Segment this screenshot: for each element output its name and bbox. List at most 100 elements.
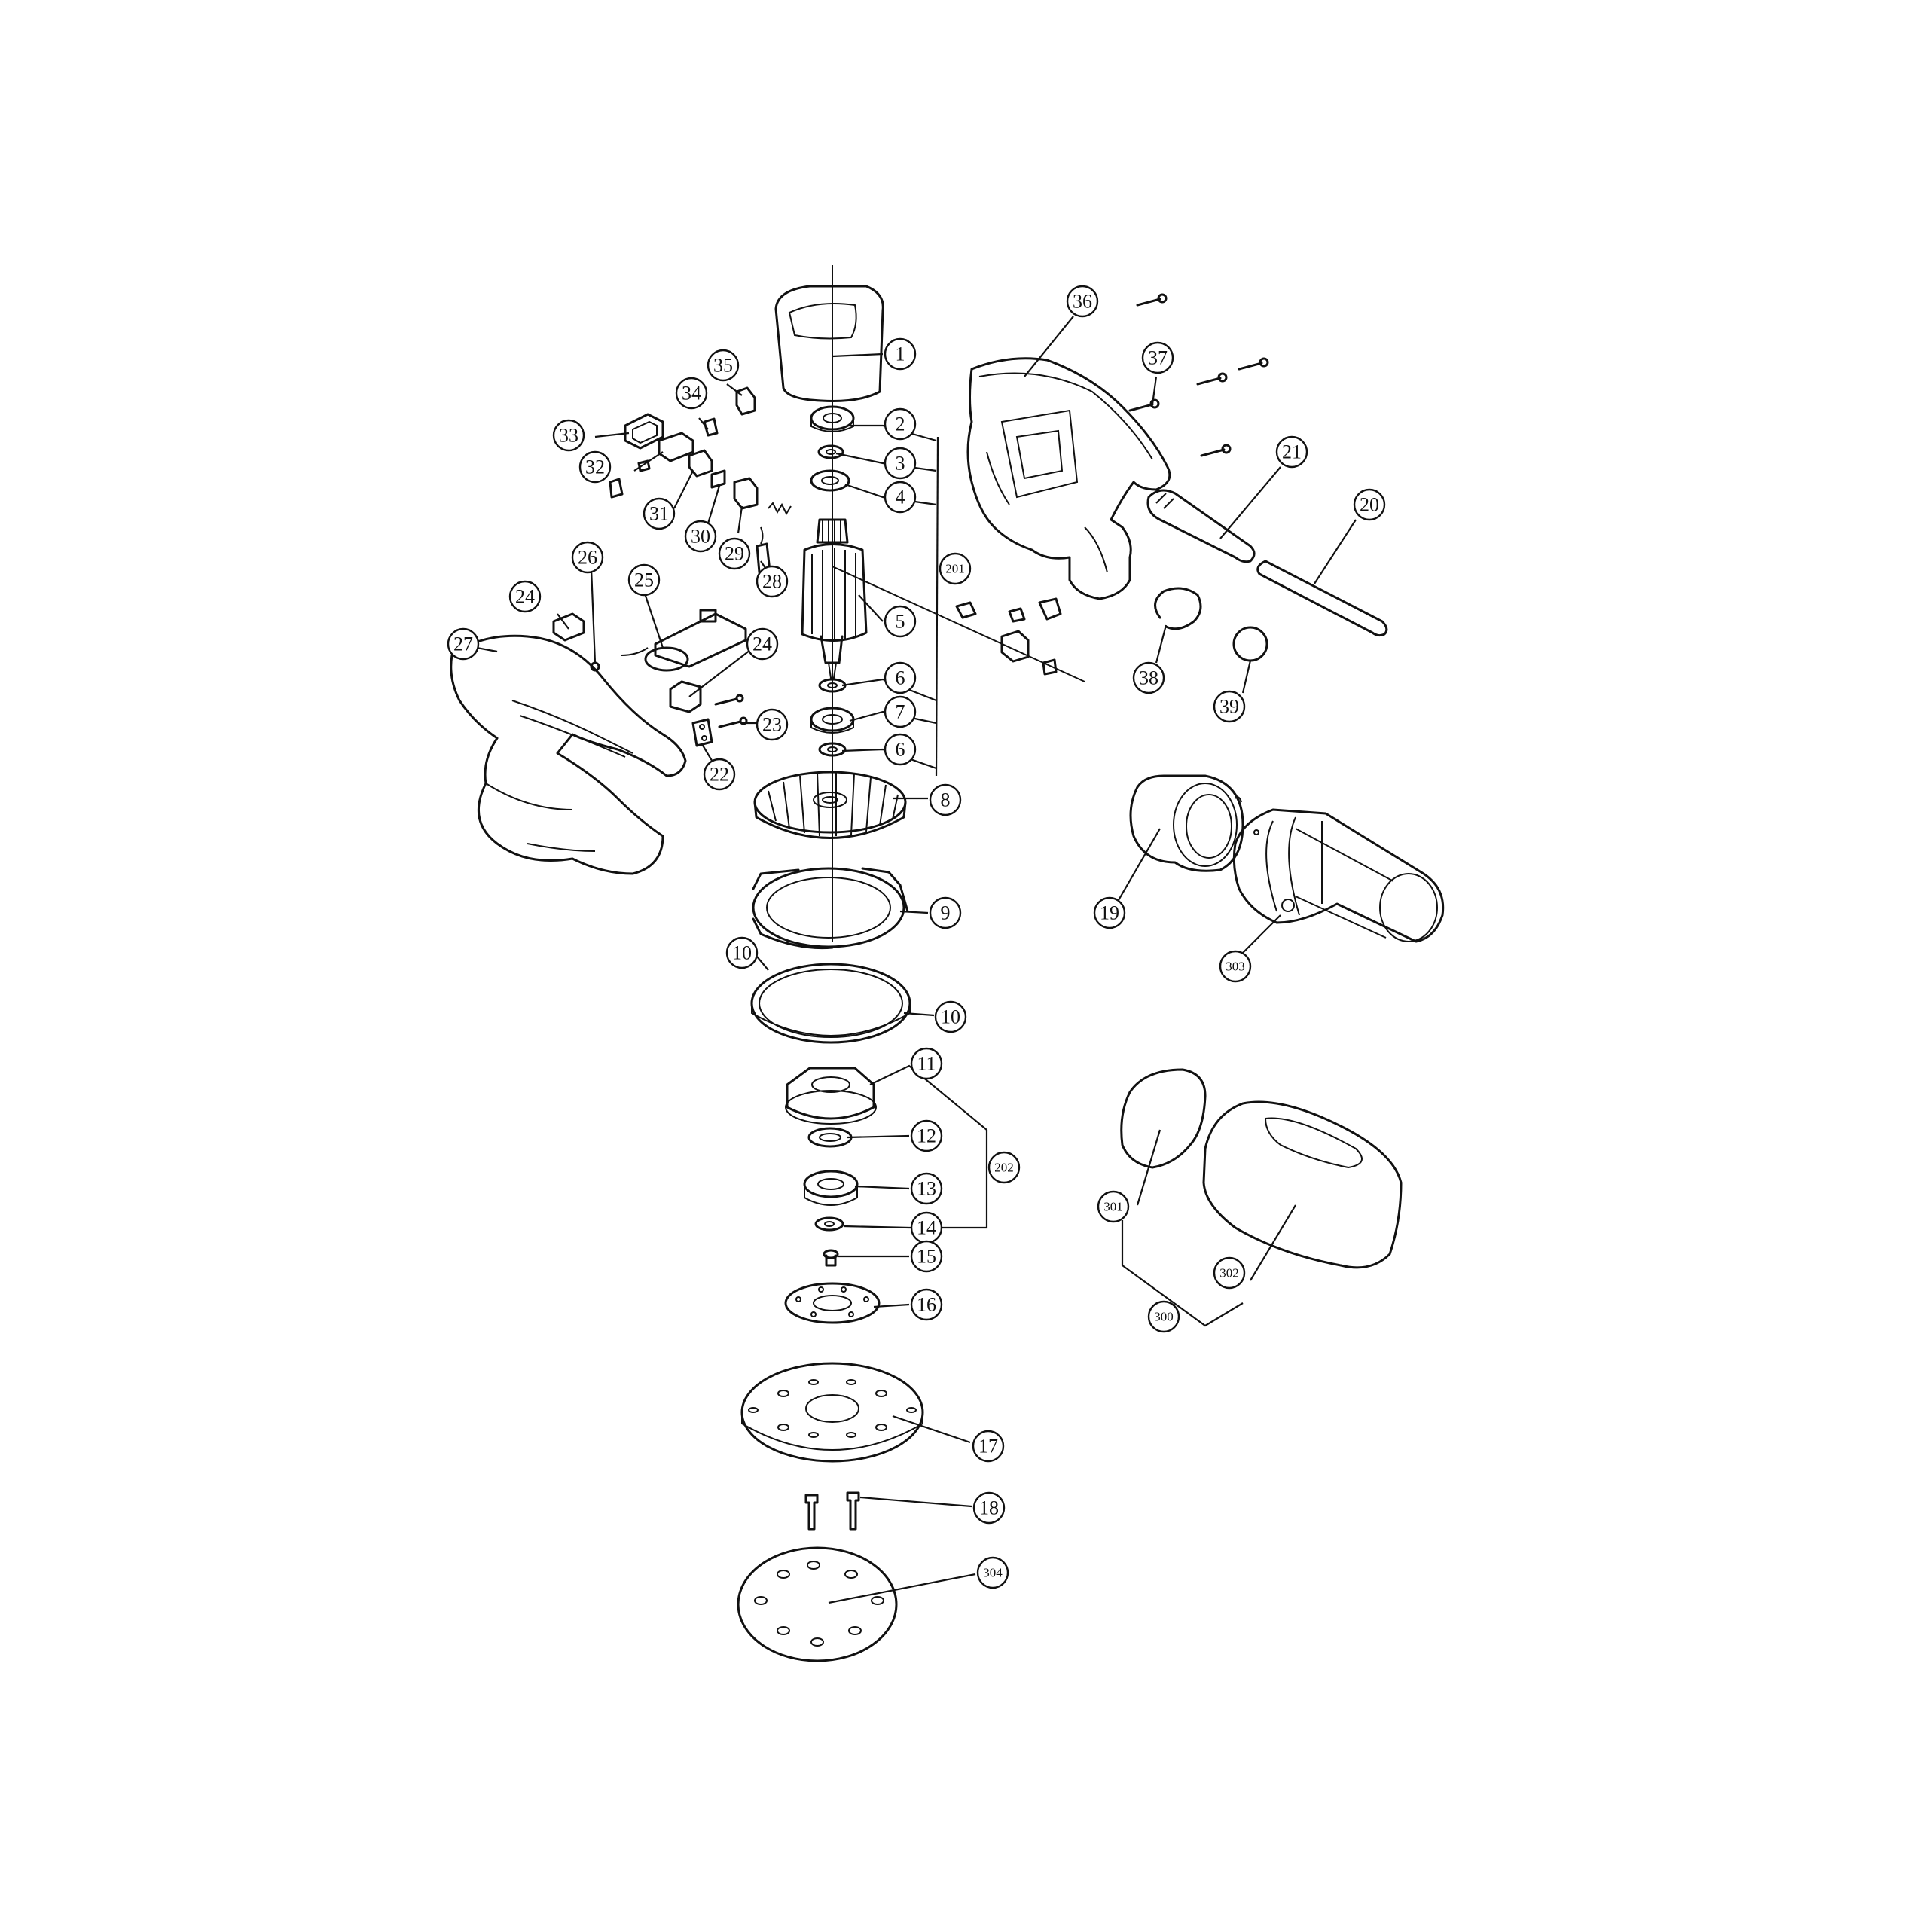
callout-label: 2 [896,414,905,435]
callout-label: 7 [896,701,905,723]
callout-label: 38 [1139,667,1158,689]
callout-304: 304 [976,1556,1009,1589]
part-bearing-4 [810,469,850,492]
callout-label: 13 [917,1178,936,1200]
callout-label: 19 [1100,902,1119,924]
callout-38: 38 [1132,661,1165,694]
callout-26: 26 [571,541,604,574]
callout-label: 9 [941,902,951,924]
callout-label: 24 [515,586,535,608]
callout-8: 8 [929,783,962,816]
callout-13: 13 [910,1172,943,1205]
part-dust-bag [1202,1100,1403,1269]
callout-28: 28 [756,565,789,598]
callout-label: 36 [1073,291,1092,313]
part-dust-rod [1256,560,1388,637]
callout-label: 11 [917,1053,936,1075]
callout-label: 6 [896,739,905,761]
callout-6-lower: 6 [884,733,917,766]
part-dust-canister-frame [1232,808,1445,943]
callout-label: 21 [1282,441,1302,463]
callout-label: 32 [585,456,605,478]
callout-label: 10 [941,1006,960,1028]
callout-27: 27 [447,627,480,661]
callout-label: 8 [941,789,951,811]
callout-24-upper: 24 [508,580,542,613]
callout-label: 22 [710,764,729,786]
part-washer-14 [814,1216,844,1232]
callout-302: 302 [1213,1256,1246,1290]
part-terminal-35 [735,386,756,416]
callout-10-upper: 10 [725,936,759,969]
callout-label: 20 [1360,494,1379,516]
callout-label: 14 [917,1217,936,1239]
callout-label: 6 [896,667,905,689]
part-brake-ring [784,1282,881,1324]
callout-10-lower: 10 [934,1000,967,1033]
part-brush-assembly-right [832,566,1085,682]
part-contact-30 [710,469,726,489]
callout-20: 20 [1353,488,1386,521]
callout-label: 3 [896,453,905,475]
callout-label: 28 [762,571,782,593]
callout-label: 24 [752,633,772,655]
callout-label: 4 [896,487,905,508]
callout-label: 35 [713,355,733,377]
callout-label: 37 [1148,347,1168,369]
callout-36: 36 [1066,285,1099,318]
callout-4: 4 [884,481,917,514]
callout-32: 32 [578,450,612,484]
callout-label: 34 [682,383,701,404]
part-screw-15 [823,1249,839,1267]
part-switch-24 [552,612,585,642]
part-skirt-ring [750,963,911,1044]
part-clip-22 [691,718,713,747]
callout-label: 304 [983,1566,1003,1580]
part-pad-bearing [803,1170,859,1206]
part-pin-26 [590,661,600,672]
part-lower-housing [450,634,687,875]
part-pad-screws [804,1491,860,1531]
callout-5: 5 [884,605,917,638]
callout-label: 202 [994,1161,1014,1175]
part-switch-24b [669,680,702,713]
callout-22: 22 [703,758,736,791]
callout-202: 202 [987,1151,1021,1184]
part-washer-6-lower [818,742,847,757]
callout-303: 303 [1219,950,1252,983]
callout-label: 25 [634,569,654,591]
callout-label: 39 [1219,696,1239,718]
callout-33: 33 [552,419,585,452]
callout-30: 30 [684,520,717,553]
callout-37: 37 [1141,341,1174,374]
part-clip-34 [703,417,719,437]
callout-label: 31 [649,503,669,525]
part-dust-adapter [1129,774,1244,872]
part-dust-nozzle [1146,489,1256,563]
part-housing-screws [1128,293,1269,457]
callout-300: 300 [1147,1300,1180,1333]
callout-16: 16 [910,1288,943,1321]
callout-1: 1 [884,337,917,371]
callout-19: 19 [1093,896,1126,929]
callout-label: 10 [732,942,752,964]
callout-14: 14 [910,1211,943,1244]
callout-2: 2 [884,407,917,441]
part-counterweight-hub [785,1067,877,1125]
callout-39: 39 [1213,690,1246,723]
callout-label: 18 [979,1497,999,1519]
callout-label: 29 [725,543,744,565]
callout-35: 35 [707,349,740,382]
callout-15: 15 [910,1240,943,1273]
callout-3: 3 [884,447,917,480]
part-sanding-disc [737,1546,898,1662]
part-circuit-board-25 [621,609,747,672]
part-ring-39 [1232,626,1268,662]
callout-18: 18 [972,1491,1006,1525]
callout-6-upper: 6 [884,661,917,694]
part-armature [801,512,868,679]
callout-201: 201 [939,552,972,585]
callout-label: 303 [1226,960,1245,974]
callout-label: 23 [762,714,782,736]
